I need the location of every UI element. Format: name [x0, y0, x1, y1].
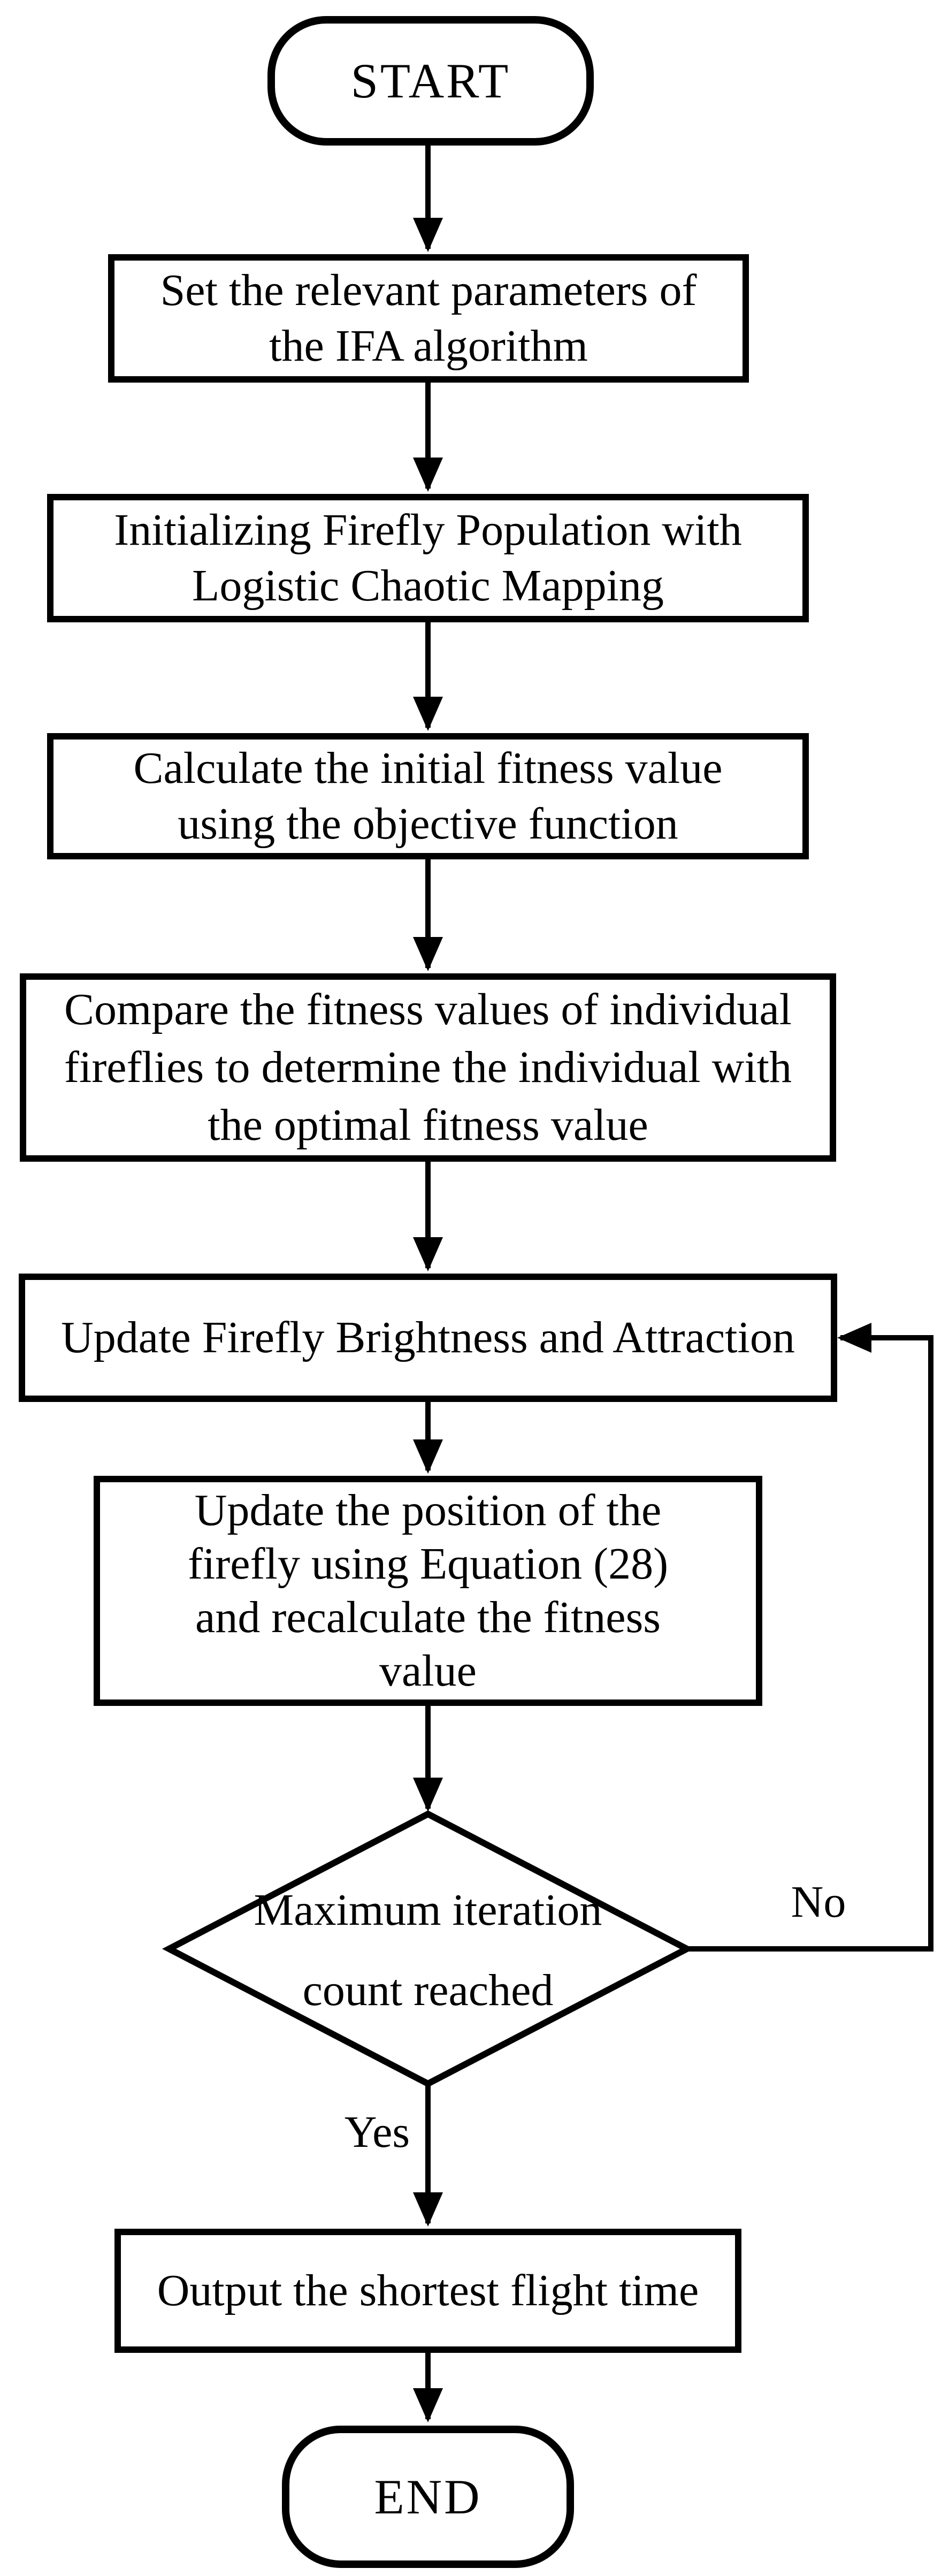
label-line: using the objective function — [178, 799, 678, 849]
max-iteration-decision-diamond — [162, 1810, 694, 2087]
label-line: Calculate the initial fitness value — [133, 743, 723, 793]
arrow-decision-no-loop-to-update-brightness — [687, 1323, 933, 1952]
max-iteration-decision-label: Maximum iteration count reached — [225, 1868, 631, 2033]
label-line: Update Firefly Brightness and Attraction — [61, 1313, 795, 1362]
label-line: Set the relevant parameters of — [160, 265, 697, 315]
output-step: Output the shortest flight time — [114, 2229, 741, 2353]
label-line: value — [379, 1646, 477, 1696]
label-line: the optimal fitness value — [208, 1100, 648, 1150]
no-label: No — [791, 1877, 846, 1927]
label-line: fireflies to determine the individual wi… — [64, 1042, 792, 1092]
label-line: START — [350, 54, 511, 108]
yes-label: Yes — [344, 2107, 410, 2157]
start-terminator: START — [267, 16, 594, 146]
set-parameters-step: Set the relevant parameters of the IFA a… — [108, 254, 749, 383]
label-line: Update the position of the — [194, 1485, 662, 1535]
label-line: Maximum iteration — [254, 1885, 602, 1935]
label-line: the IFA algorithm — [269, 321, 588, 371]
update-brightness-step: Update Firefly Brightness and Attraction — [19, 1274, 837, 1402]
calc-fitness-step: Calculate the initial fitness value usin… — [47, 733, 809, 859]
label-line: Compare the fitness values of individual — [64, 985, 792, 1034]
compare-fitness-step: Compare the fitness values of individual… — [20, 973, 836, 1162]
end-terminator: END — [282, 2426, 574, 2568]
init-population-step: Initializing Firefly Population with Log… — [47, 494, 809, 622]
update-position-step: Update the position of the firefly using… — [94, 1476, 762, 1706]
label-line: END — [374, 2470, 482, 2524]
label-line: Output the shortest flight time — [157, 2266, 699, 2315]
label-line: Initializing Firefly Population with — [114, 505, 742, 555]
label-line: firefly using Equation (28) — [187, 1539, 669, 1589]
label-line: count reached — [302, 1965, 554, 2015]
label-line: Logistic Chaotic Mapping — [192, 561, 664, 611]
label-line: and recalculate the fitness — [195, 1592, 661, 1642]
